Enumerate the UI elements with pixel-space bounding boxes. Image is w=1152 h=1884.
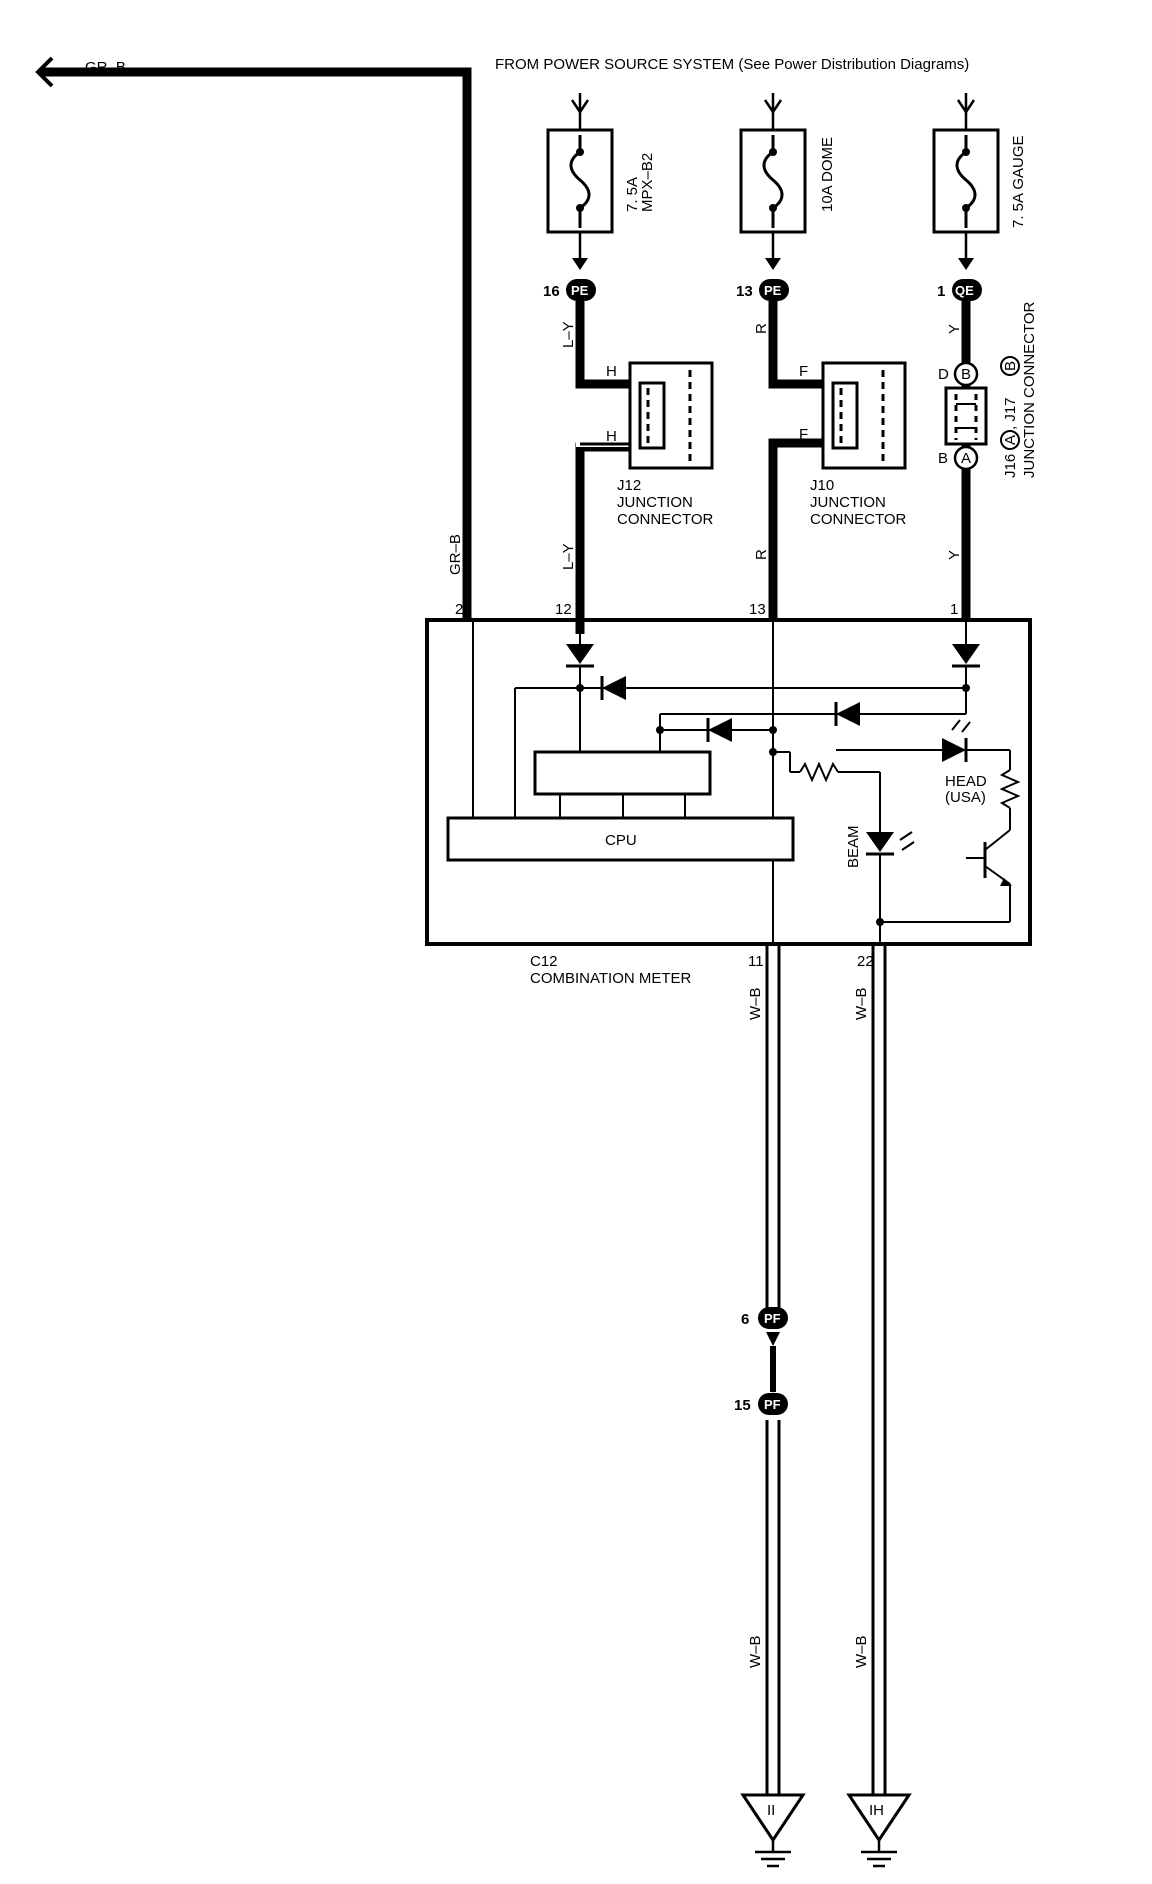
- fuse-gauge: [932, 93, 1000, 270]
- wb-wire-11: [765, 944, 781, 1795]
- connector-qe1-code: QE: [955, 283, 974, 298]
- meter-pin-22: 22: [857, 953, 874, 970]
- j12-pin-top: H: [606, 363, 617, 380]
- connector-pf6-pin: 6: [741, 1311, 749, 1328]
- fuse-dome: [739, 93, 807, 270]
- connector-pe16-pin: 16: [543, 283, 560, 300]
- j12-id: J12: [617, 477, 641, 494]
- connector-qe1: QE: [952, 279, 982, 301]
- wire-label-wb-11-upper: W–B: [747, 987, 764, 1020]
- connector-pf6: PF: [758, 1307, 788, 1329]
- junction-connector-j12: [628, 361, 714, 470]
- wire-label-ly-upper: L–Y: [560, 321, 577, 348]
- wire-label-wb-22-lower: W–B: [853, 1635, 870, 1668]
- j10-pin-bottom: F: [799, 426, 808, 443]
- j12-line1: JUNCTION: [617, 494, 693, 511]
- wire-label-r-lower: R: [753, 549, 770, 560]
- combination-meter: [425, 618, 1032, 946]
- head-label-line1: HEAD: [945, 773, 987, 790]
- r-wire: [768, 301, 833, 620]
- ly-wire: [575, 301, 646, 634]
- ground-ii: [740, 1793, 806, 1868]
- j16-badge-bottom: A: [961, 450, 971, 467]
- connector-pe13-code: PE: [764, 283, 782, 298]
- j12-pin-bottom: H: [606, 428, 617, 445]
- wire-label-r-upper: R: [753, 323, 770, 334]
- j16-label-sep: , J17: [1002, 397, 1019, 430]
- j10-pin-top: F: [799, 363, 808, 380]
- fuse-mpx-b2-name: MPX–B2: [639, 153, 656, 212]
- j12-line2: CONNECTOR: [617, 511, 714, 528]
- ground-ii-label: II: [767, 1802, 775, 1819]
- wire-label-gr-b-top: GR–B: [85, 59, 126, 76]
- j16-label-a: J16: [1002, 454, 1019, 478]
- j10-id: J10: [810, 477, 834, 494]
- connector-pe13: PE: [759, 279, 789, 301]
- j16-pin-top: D: [938, 366, 949, 383]
- j16-pin-bottom: B: [938, 450, 948, 467]
- j16-badge-top: B: [961, 366, 971, 383]
- beam-label: BEAM: [845, 825, 862, 868]
- connector-pf6-code: PF: [764, 1311, 781, 1326]
- connector-pe13-pin: 13: [736, 283, 753, 300]
- connector-qe1-pin: 1: [937, 283, 945, 300]
- connector-pf15: PF: [758, 1393, 788, 1415]
- connector-pe16: PE: [566, 279, 596, 301]
- j10-line2: CONNECTOR: [810, 511, 907, 528]
- power-source-label: FROM POWER SOURCE SYSTEM (See Power Dist…: [495, 56, 969, 73]
- j16-j17-label: J16 A , J17 B JUNCTION CONNECTOR: [1000, 301, 1038, 478]
- connector-pe16-code: PE: [571, 283, 589, 298]
- j16-label-line2: JUNCTION CONNECTOR: [1021, 301, 1038, 478]
- connector-pf15-code: PF: [764, 1397, 781, 1412]
- connector-pf15-pin: 15: [734, 1397, 751, 1414]
- meter-pin-1: 1: [950, 601, 958, 618]
- meter-internal-circuit: [446, 620, 1021, 944]
- j16-label-a-badge: A: [1002, 435, 1019, 445]
- meter-id: C12: [530, 953, 558, 970]
- ground-ih: [846, 1793, 912, 1868]
- meter-name: COMBINATION METER: [530, 970, 692, 987]
- j16-label-b-badge: B: [1002, 361, 1019, 371]
- wire-label-ly-lower: L–Y: [560, 543, 577, 570]
- head-label-line2: (USA): [945, 789, 986, 806]
- gr-b-wire: [35, 56, 472, 620]
- fuse-mpx-b2: [546, 93, 614, 270]
- fuse-gauge-rating: 7. 5A GAUGE: [1010, 135, 1027, 228]
- cpu-label: CPU: [605, 832, 637, 849]
- ground-ih-label: IH: [869, 1802, 884, 1819]
- meter-pin-12: 12: [555, 601, 572, 618]
- j10-line1: JUNCTION: [810, 494, 886, 511]
- fuse-dome-rating: 10A DOME: [819, 137, 836, 212]
- meter-pin-11: 11: [748, 953, 764, 970]
- fuse-mpx-b2-rating: 7. 5A: [624, 177, 641, 212]
- wire-label-y-upper: Y: [946, 324, 963, 334]
- wire-label-gr-b-side: GR–B: [447, 534, 464, 575]
- wire-label-wb-11-lower: W–B: [747, 1635, 764, 1668]
- meter-pin-2: 2: [455, 601, 463, 618]
- wire-label-wb-22-upper: W–B: [853, 987, 870, 1020]
- wire-label-y-lower: Y: [946, 550, 963, 560]
- meter-pin-13: 13: [749, 601, 766, 618]
- junction-connector-j10: [821, 361, 907, 470]
- wb-wire-22: [871, 944, 887, 1795]
- junction-connector-j16-j17: [944, 361, 988, 471]
